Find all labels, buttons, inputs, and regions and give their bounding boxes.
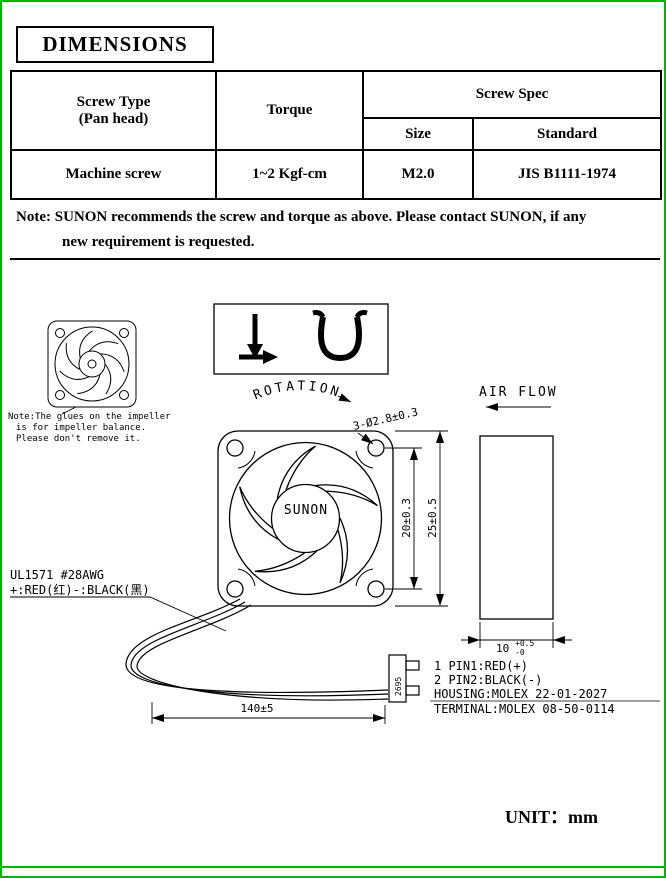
airflow-label: AIR FLOW bbox=[479, 385, 558, 400]
note-line-2: new requirement is requested. bbox=[62, 234, 255, 250]
size-header: Size bbox=[362, 117, 474, 151]
screw-type-value: Machine screw bbox=[10, 149, 217, 200]
housing-label: HOUSING:MOLEX 22-01-2027 bbox=[434, 687, 607, 701]
impeller-note-line-3: Please don't remove it. bbox=[16, 434, 141, 444]
torque-header: Torque bbox=[215, 70, 364, 151]
airflow-direction-icon bbox=[312, 310, 368, 362]
screw-type-header-line2: (Pan head) bbox=[78, 110, 149, 127]
pin2-label: 2 PIN2:BLACK(-) bbox=[434, 673, 542, 687]
dim-25-label: 25±0.5 bbox=[426, 498, 439, 538]
screw-spec-header: Screw Spec bbox=[361, 70, 663, 119]
terminal-label: TERMINAL:MOLEX 08-50-0114 bbox=[434, 702, 615, 716]
impeller-note-line-1: Note:The glues on the impeller bbox=[8, 412, 171, 422]
rotation-label: ROTATION bbox=[251, 379, 343, 403]
side-view bbox=[479, 435, 554, 620]
rotation-arrow bbox=[337, 393, 352, 403]
bottom-green-line bbox=[2, 866, 664, 868]
content-divider bbox=[10, 258, 660, 260]
hole-dim-label: 3-Ø2.8±0.3 bbox=[352, 405, 419, 433]
wire-leader bbox=[10, 596, 227, 632]
main-fan-view bbox=[217, 430, 394, 607]
dim-10-tol-upper: +0.5 bbox=[515, 639, 534, 648]
dim-20-label: 20±0.3 bbox=[400, 498, 413, 538]
standard-value: JIS B1111-1974 bbox=[471, 149, 663, 200]
screw-type-header: Screw Type (Pan head) bbox=[10, 70, 217, 151]
screw-spec-table: Screw Type (Pan head) Torque Screw Spec … bbox=[10, 70, 663, 200]
drawing-labels: ROTATION AIR FLOW SUNON Note:The glues o… bbox=[8, 379, 615, 716]
pin1-label: 1 PIN1:RED(+) bbox=[434, 659, 528, 673]
small-fan-view bbox=[47, 320, 137, 415]
direction-legend-box bbox=[213, 303, 389, 375]
dim-10-label: 10 bbox=[496, 642, 509, 655]
connector-marking: 2695 bbox=[394, 677, 403, 696]
torque-value: 1~2 Kgf-cm bbox=[215, 149, 364, 200]
size-value: M2.0 bbox=[362, 149, 474, 200]
note-line-1: Note: SUNON recommends the screw and tor… bbox=[16, 209, 587, 225]
screw-type-header-line1: Screw Type bbox=[76, 93, 151, 110]
rotation-direction-icon bbox=[239, 314, 278, 364]
dim-140-label: 140±5 bbox=[240, 702, 273, 715]
technical-drawing: ROTATION AIR FLOW SUNON Note:The glues o… bbox=[8, 303, 660, 724]
wire-spec-label: UL1571 #28AWG bbox=[10, 568, 104, 582]
connector bbox=[388, 654, 660, 703]
unit-label: UNIT：mm bbox=[505, 807, 598, 827]
standard-header: Standard bbox=[471, 117, 663, 151]
note-block: Note: SUNON recommends the screw and tor… bbox=[16, 205, 656, 255]
brand-label: SUNON bbox=[284, 503, 328, 518]
fan-wires bbox=[125, 598, 389, 701]
dim-10-tol-lower: -0 bbox=[515, 648, 525, 657]
title-box: DIMENSIONS bbox=[16, 26, 214, 63]
dimension-lines bbox=[10, 393, 572, 724]
impeller-note-line-2: is for impeller balance. bbox=[16, 423, 146, 433]
page-title: DIMENSIONS bbox=[42, 32, 188, 56]
wire-polarity-label: +:RED(红)-:BLACK(黑) bbox=[10, 582, 150, 597]
hole-dim-leader bbox=[357, 432, 374, 445]
